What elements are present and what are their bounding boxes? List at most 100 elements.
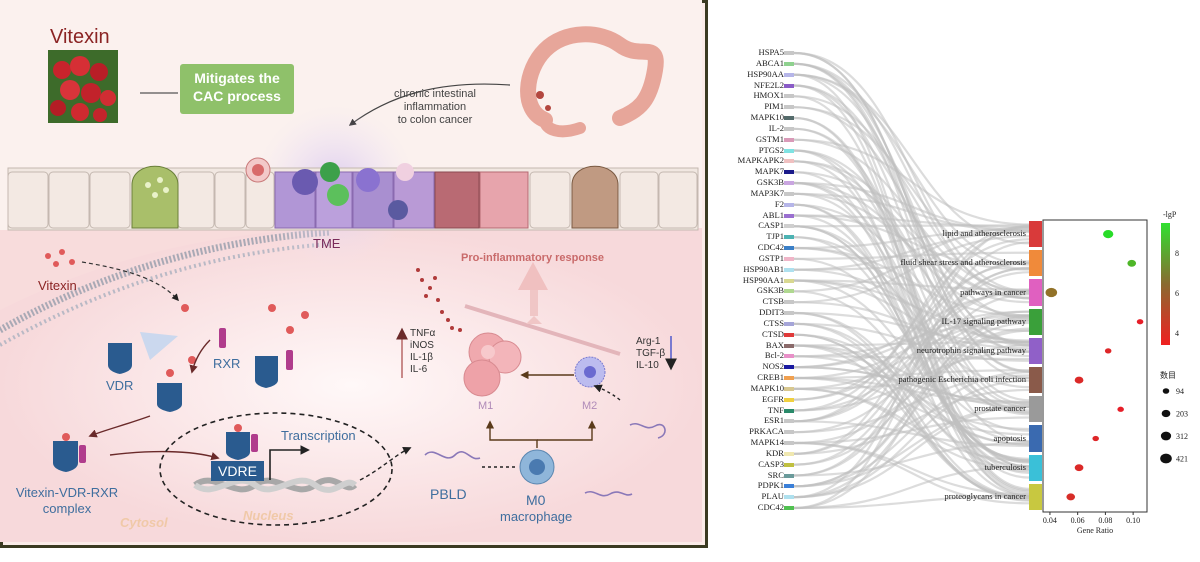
x-tick-label: 0.10 (1126, 516, 1140, 525)
dot-point (1092, 435, 1099, 442)
size-legend-dot (1162, 388, 1170, 394)
gene-label: TNF (767, 404, 784, 415)
vitexin-cell-label: Vitexin (38, 278, 77, 293)
gene-bar (784, 441, 794, 445)
mitigates-line-1: Mitigates the (194, 70, 280, 86)
dot-point (1074, 464, 1084, 472)
complex-line-1: Vitexin-VDR-RXR (15, 485, 119, 500)
size-legend-label: 312 (1176, 432, 1188, 441)
gene-label: PIM1 (764, 101, 784, 112)
gene-bar (784, 267, 794, 272)
gene-label: BAX (765, 339, 784, 350)
dot-point (1045, 287, 1058, 298)
dot-point (1074, 376, 1084, 384)
gene-bar (784, 278, 794, 283)
size-legend-title: 数目 (1160, 370, 1176, 380)
m1-label: M1 (478, 400, 494, 412)
pathway-label: lipid and atherosclerosis (942, 228, 1026, 239)
mitigates-line-2: CAC process (193, 88, 281, 104)
size-legend-label: 421 (1176, 455, 1188, 464)
gene-bar (784, 495, 794, 500)
sankey-flows (794, 51, 1030, 510)
gene-label: CTSB (762, 296, 785, 307)
sankey-flow (794, 225, 1030, 499)
gene-label: GSTP1 (758, 252, 784, 263)
transcription-label: Transcription (281, 428, 356, 443)
gene-label: HSP90AA (747, 68, 784, 79)
gene-label: NOS2 (762, 361, 785, 372)
gene-bar (784, 191, 794, 196)
gene-label: NFE2L2 (753, 79, 784, 90)
m2-marker-0: Arg-1 (636, 336, 661, 347)
gene-bar (784, 451, 794, 456)
gene-label: TJP1 (766, 231, 784, 242)
dot-point (1127, 259, 1137, 267)
dot-point (1066, 493, 1076, 501)
sankey-flow (794, 106, 1030, 271)
dot-point (1117, 406, 1124, 412)
gene-bar (784, 343, 794, 348)
sankey-flow (794, 214, 1030, 271)
pro-inflammatory-label: Pro-inflammatory response (461, 252, 605, 264)
gene-label: MAPK10 (750, 112, 784, 122)
sankey-flow (794, 271, 1030, 466)
chronic-line-3: to colon cancer (397, 114, 473, 126)
sankey-flow (794, 405, 1030, 499)
cytosol-label: Cytosol (120, 515, 168, 530)
m1-marker-1: iNOS (410, 340, 434, 351)
gene-label: HSP90AB1 (743, 263, 784, 274)
sankey-flow (794, 350, 1030, 412)
m1-marker-3: IL-6 (410, 364, 428, 375)
sankey-flow (794, 344, 1030, 445)
x-tick-label: 0.04 (1043, 516, 1057, 525)
x-tick-label: 0.08 (1098, 516, 1112, 525)
sankey-flow (794, 226, 1030, 293)
sankey-flow (794, 84, 1030, 354)
gene-label: HSPA5 (758, 47, 784, 57)
pathway-bar (1029, 483, 1042, 510)
dot-point (1136, 319, 1144, 325)
m0-label: M0 (526, 492, 546, 508)
dot-point (1103, 229, 1114, 239)
gene-bar (784, 51, 794, 55)
pathway-label: tuberculosis (984, 461, 1026, 472)
gene-bar (784, 213, 794, 218)
gene-bar (784, 94, 794, 99)
pathway-bar (1029, 337, 1042, 364)
sankey-flow (794, 494, 1030, 510)
macrophage-label: macrophage (500, 509, 573, 524)
gene-bar (784, 397, 794, 402)
gene-bar (784, 430, 794, 435)
gene-bar (784, 473, 794, 478)
gene-bar (784, 386, 794, 391)
chronic-line-1: chronic intestinal (394, 88, 476, 100)
tme-label: TME (313, 236, 341, 251)
sankey-flow (794, 266, 1030, 477)
gene-label: IL-2 (768, 122, 784, 133)
m1-marker-2: IL-1β (410, 352, 433, 363)
gene-label: HSP90AA1 (742, 274, 784, 285)
gene-bar (784, 376, 794, 380)
gene-label: GSTM1 (755, 133, 784, 144)
gene-label: SRC (767, 469, 784, 480)
color-legend-title: -lgP (1163, 210, 1177, 219)
sankey-flow (794, 388, 1030, 455)
vdre-label: VDRE (218, 463, 257, 479)
pathway-bar (1029, 279, 1042, 306)
m1-marker-0: TNFα (410, 328, 436, 339)
gene-label: PTGS2 (758, 144, 784, 155)
pathway-label: neurotrophin signaling pathway (916, 344, 1026, 355)
vdr-label: VDR (106, 378, 134, 393)
diagram-artwork (0, 26, 702, 542)
sankey-flow (794, 355, 1030, 361)
gene-label: MAPK14 (750, 437, 784, 447)
chronic-line-2: inflammation (403, 101, 467, 113)
size-legend-dot (1160, 453, 1172, 464)
pathway-label: proteoglycans in cancer (944, 490, 1026, 501)
gene-bar (784, 224, 794, 229)
gene-label: CDC42 (757, 502, 784, 512)
gene-label: CDC42 (757, 242, 784, 252)
pathway-label: IL-17 signaling pathway (941, 315, 1027, 326)
gene-bar (784, 256, 794, 261)
sankey-flow (794, 138, 1030, 293)
